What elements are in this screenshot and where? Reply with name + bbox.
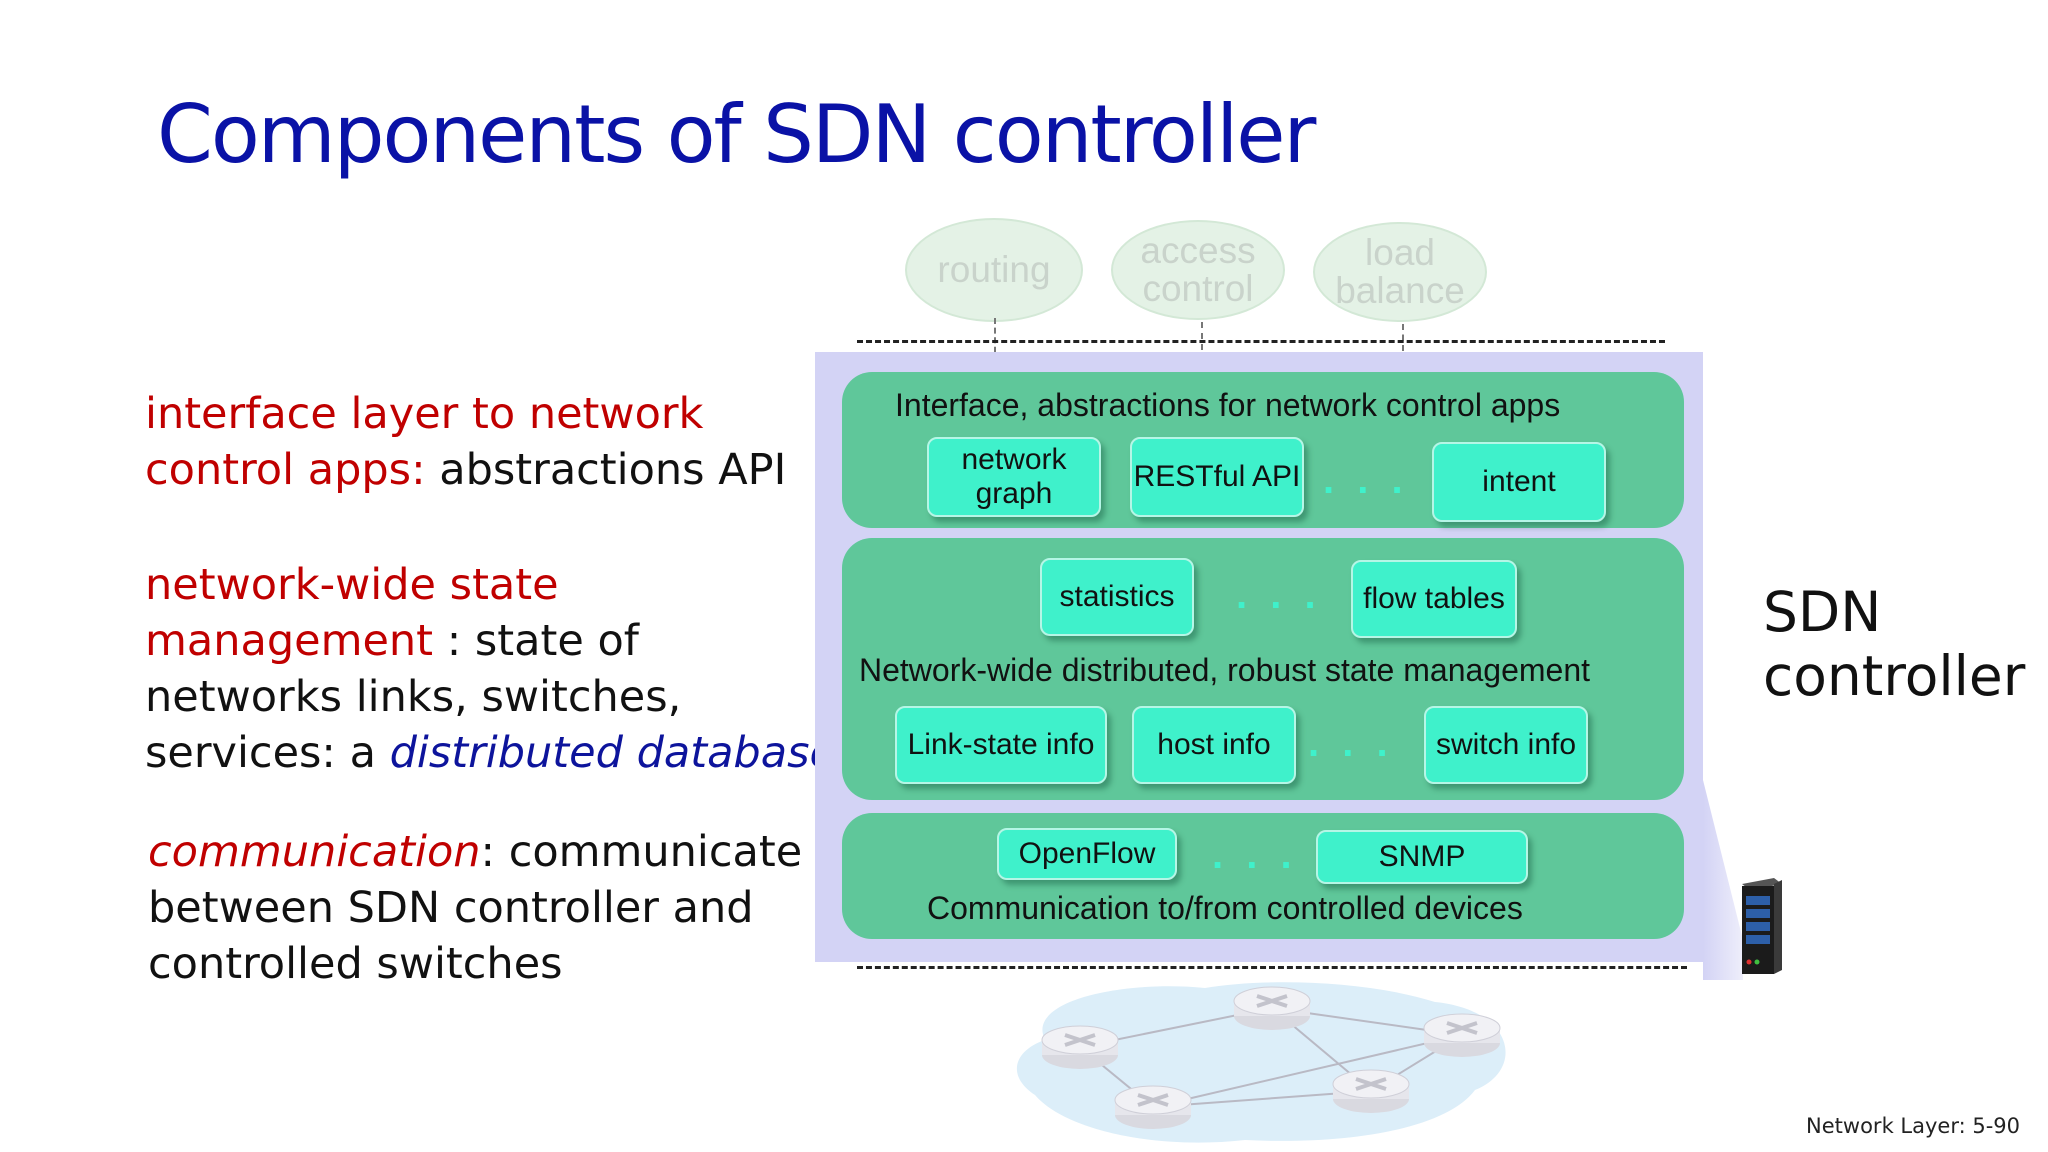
state-desc-line4-italic: distributed database — [389, 728, 836, 778]
ellipsis-interface: . . . — [1323, 458, 1409, 502]
communication-layer — [842, 813, 1684, 939]
ellipsis-state-bottom: . . . — [1308, 721, 1394, 765]
state-desc-line1: network-wide state — [145, 560, 559, 610]
chip-host-info: host info — [1132, 706, 1296, 784]
sdn-controller-label: SDN controller — [1763, 580, 2026, 708]
chip-switch-info: switch info — [1424, 706, 1588, 784]
comm-desc-line3: controlled switches — [148, 939, 563, 989]
network-cloud — [1016, 982, 1506, 1143]
chip-flow-tables: flow tables — [1351, 560, 1517, 638]
interface-desc-line2-highlight: control apps: — [145, 445, 426, 495]
interface-desc-line2-rest: abstractions API — [425, 445, 787, 495]
app-connector-access — [1201, 322, 1203, 372]
slide-title: Components of SDN controller — [157, 88, 1316, 181]
state-layer-label: Network-wide distributed, robust state m… — [859, 652, 1591, 688]
northbound-boundary — [857, 340, 1665, 343]
chip-restful-api: RESTful API — [1130, 437, 1304, 517]
ellipsis-communication: . . . — [1212, 833, 1298, 877]
chip-statistics: statistics — [1040, 558, 1194, 636]
comm-desc-line2: between SDN controller and — [148, 883, 754, 933]
interface-description: interface layer to network control apps:… — [145, 386, 786, 498]
app-connector-load — [1402, 324, 1404, 372]
app-access-control: access control — [1111, 220, 1285, 320]
ellipsis-state-top: . . . — [1236, 573, 1322, 617]
comm-desc-line1-italic: communication — [148, 827, 481, 877]
router-icon — [1332, 1069, 1410, 1113]
communication-description: communication: communicate between SDN c… — [148, 824, 802, 992]
app-routing: routing — [905, 218, 1083, 322]
chip-openflow: OpenFlow — [997, 828, 1177, 880]
chip-intent: intent — [1432, 442, 1606, 522]
chip-snmp: SNMP — [1316, 830, 1528, 884]
server-icon — [1742, 878, 1782, 974]
chip-link-state-info: Link-state info — [895, 706, 1107, 784]
app-load-balance: load balance — [1313, 222, 1487, 322]
state-desc-line4: services: a — [145, 728, 390, 778]
router-icon — [1041, 1025, 1119, 1069]
router-icon — [1233, 986, 1311, 1030]
controller-wedge — [1703, 780, 1743, 980]
app-connector-routing — [994, 318, 996, 372]
communication-layer-label: Communication to/from controlled devices — [927, 890, 1523, 926]
state-description: network-wide state management : state of… — [145, 557, 836, 781]
interface-desc-line1: interface layer to network — [145, 389, 704, 439]
interface-layer-label: Interface, abstractions for network cont… — [895, 387, 1561, 423]
state-desc-line2-highlight: management — [145, 616, 434, 666]
chip-network-graph: network graph — [927, 437, 1101, 517]
state-desc-line2-rest: : state of — [433, 616, 639, 666]
router-icon — [1114, 1085, 1192, 1129]
southbound-boundary — [857, 966, 1687, 969]
slide-footer: Network Layer: 5-90 — [1806, 1114, 2020, 1138]
state-desc-line3: networks links, switches, — [145, 672, 682, 722]
comm-desc-line1-rest: : communicate — [480, 827, 803, 877]
router-icon — [1423, 1013, 1501, 1057]
